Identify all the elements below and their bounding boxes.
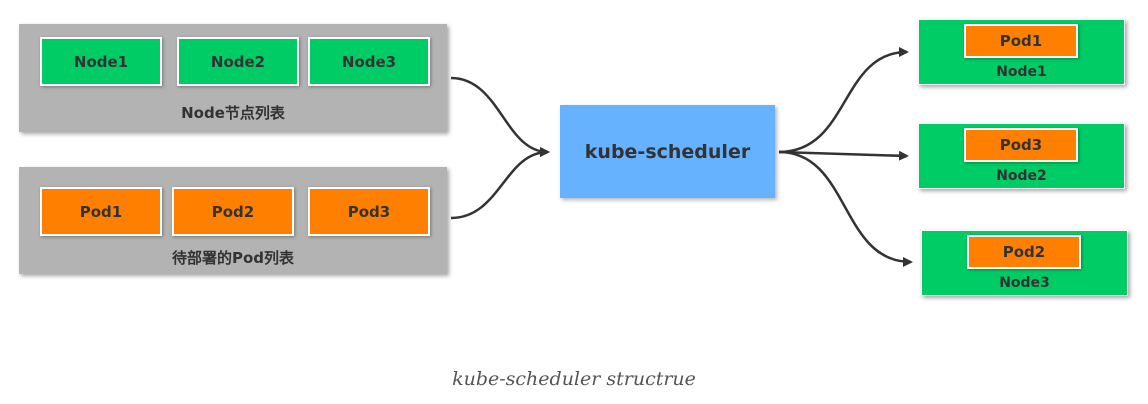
pod-list-item-pod3: Pod3 bbox=[308, 187, 430, 236]
result-node-card-1: Pod1 Node1 bbox=[918, 19, 1125, 85]
arrow-scheduler-to-node3 bbox=[778, 150, 913, 267]
pod-list-item-pod1: Pod1 bbox=[40, 187, 162, 236]
arrow-scheduler-to-node2 bbox=[778, 150, 909, 161]
result-pod-3: Pod2 bbox=[967, 235, 1081, 269]
pod-list-item-pod2: Pod2 bbox=[172, 187, 294, 236]
node-list-label: Node节点列表 bbox=[181, 104, 285, 122]
node-list-item-node2: Node2 bbox=[177, 37, 299, 86]
result-node-card-3: Pod2 Node3 bbox=[921, 230, 1128, 296]
arrow-scheduler-to-node1 bbox=[778, 47, 909, 154]
result-pod-2: Pod3 bbox=[964, 128, 1078, 162]
arrow-pod-list-to-scheduler bbox=[450, 147, 550, 220]
kube-scheduler-box: kube-scheduler bbox=[560, 105, 775, 198]
pod-list-label: 待部署的Pod列表 bbox=[171, 249, 295, 267]
node-list-item-node1: Node1 bbox=[40, 37, 162, 86]
arrow-node-list-to-scheduler bbox=[450, 76, 550, 157]
node-list-item-node3: Node3 bbox=[308, 37, 430, 86]
result-node-label-2: Node2 bbox=[996, 168, 1047, 184]
result-node-label-3: Node3 bbox=[999, 275, 1050, 291]
pod-list-panel: Pod1 Pod2 Pod3 待部署的Pod列表 bbox=[19, 167, 447, 274]
result-pod-1: Pod1 bbox=[964, 24, 1078, 58]
figure-caption: kube-scheduler structrue bbox=[452, 368, 696, 390]
result-node-card-2: Pod3 Node2 bbox=[918, 123, 1125, 189]
result-node-label-1: Node1 bbox=[996, 64, 1047, 80]
node-list-panel: Node1 Node2 Node3 Node节点列表 bbox=[19, 24, 447, 132]
